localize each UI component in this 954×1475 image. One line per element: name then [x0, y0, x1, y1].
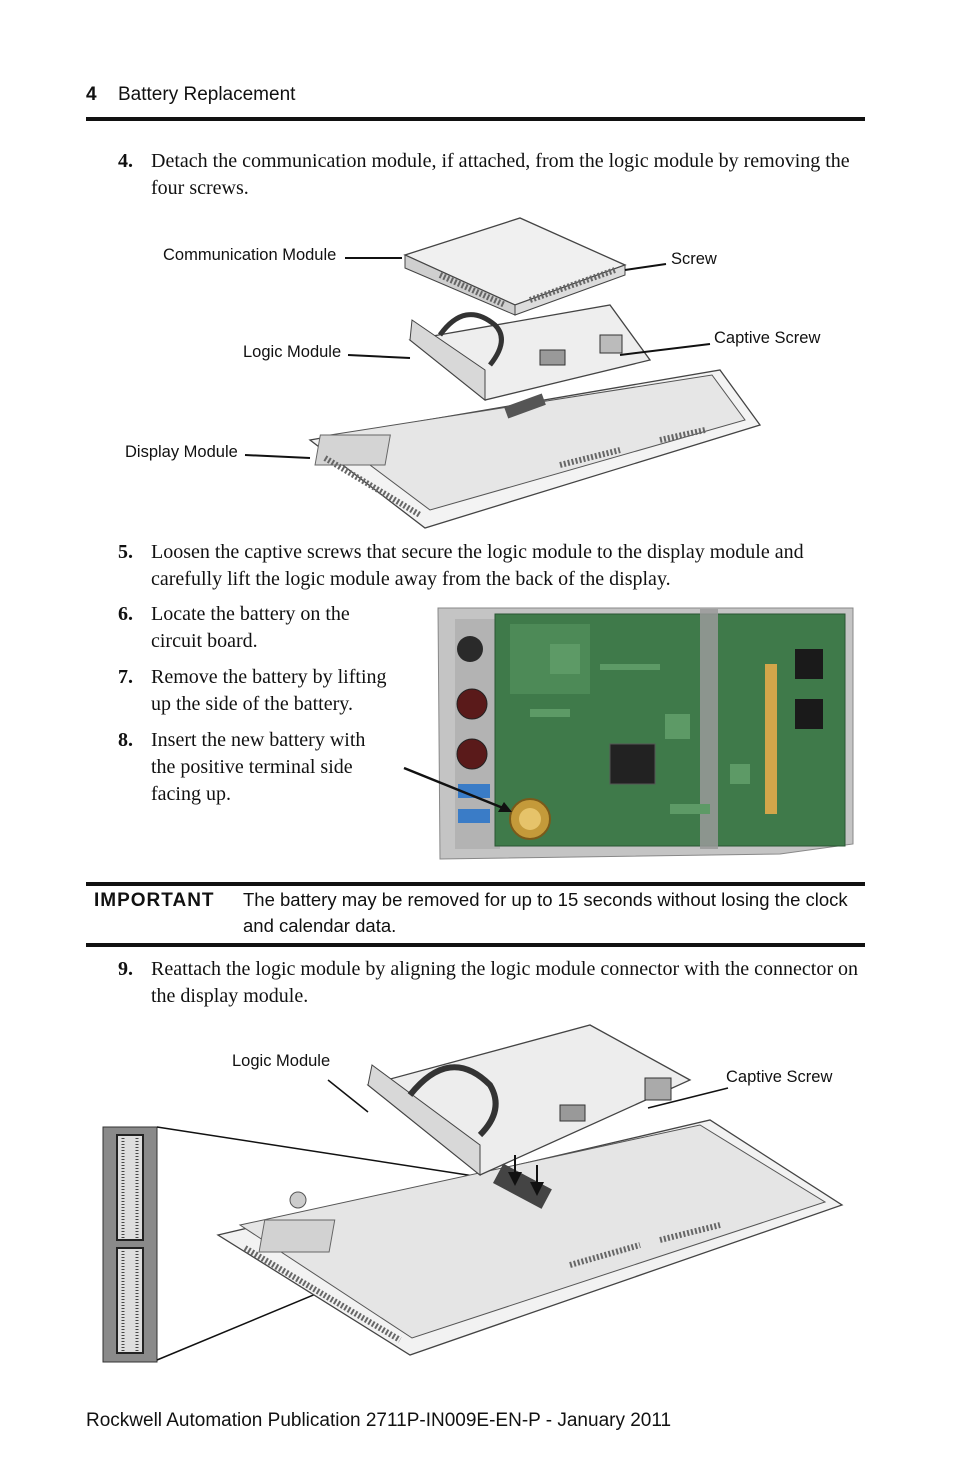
important-text: The battery may be removed for up to 15 …: [243, 889, 848, 936]
step-number: 6.: [118, 603, 133, 625]
step-text: Loosen the captive screws that secure th…: [151, 541, 804, 590]
display-module-drawing: [308, 369, 762, 529]
section-title: Battery Replacement: [118, 84, 296, 105]
step-text: Insert the new battery with the positive…: [151, 729, 366, 805]
label-screw: Screw: [671, 250, 717, 268]
label-display-module: Display Module: [125, 443, 238, 461]
exploded-assembly-figure: [244, 217, 762, 529]
important-label: IMPORTANT: [94, 890, 215, 911]
reattach-assembly-figure: [102, 1024, 844, 1363]
label-logic-module: Logic Module: [243, 343, 342, 361]
step-number: 7.: [118, 666, 133, 688]
battery-pointer-arrow: [403, 766, 512, 812]
step-text: Reattach the logic module by aligning th…: [151, 958, 859, 1007]
important-rule-bottom: [86, 943, 865, 947]
step-number: 4.: [118, 150, 133, 172]
logic-module-drawing: [408, 304, 652, 402]
step-text: Remove the battery by lifting up the sid…: [151, 666, 387, 715]
circuit-board-photo: [437, 607, 854, 860]
connector-detail-inset: [102, 1126, 158, 1363]
step-number: 8.: [118, 729, 133, 751]
label-captive-screw-2: Captive Screw: [726, 1068, 833, 1086]
step-text: Detach the communication module, if atta…: [151, 150, 850, 199]
display-module-drawing: [216, 1119, 844, 1356]
communication-module-drawing: [403, 217, 627, 316]
header-rule: [86, 117, 865, 121]
step-text: Locate the battery on the circuit board.: [151, 603, 350, 652]
page-number: 4: [86, 84, 97, 105]
important-rule-top: [86, 882, 865, 886]
label-communication-module: Communication Module: [163, 246, 337, 264]
footer-publication: Rockwell Automation Publication 2711P-IN…: [86, 1410, 672, 1431]
label-captive-screw: Captive Screw: [714, 329, 821, 347]
step-number: 9.: [118, 958, 133, 980]
step-number: 5.: [118, 541, 133, 563]
label-logic-module-2: Logic Module: [232, 1052, 331, 1070]
logic-module-drawing: [366, 1024, 692, 1209]
